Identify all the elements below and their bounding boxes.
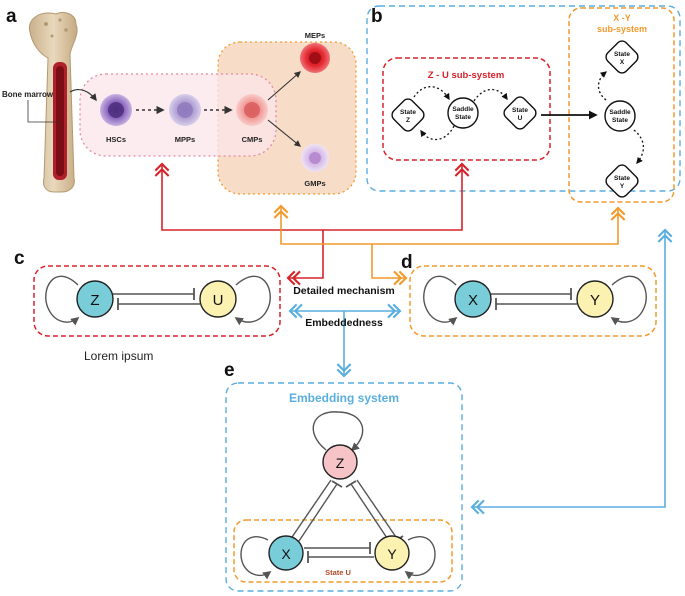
panel-c-box xyxy=(33,265,281,337)
saddle-xy-label-1: Saddle xyxy=(609,109,631,116)
connectors xyxy=(154,162,673,515)
state-z-label-1: State xyxy=(400,109,416,116)
node-z xyxy=(76,280,114,318)
panel-e-frame xyxy=(225,382,463,592)
zu-subsystem-title: Z - U sub-system xyxy=(428,70,505,81)
z-embed-self-loop xyxy=(312,411,364,452)
embedding-system-title: Embedding system xyxy=(289,391,399,405)
state-u-label-1: State xyxy=(512,107,528,114)
node-y xyxy=(576,280,614,318)
gmp-nucleus xyxy=(309,152,321,164)
mpp-label: MPPs xyxy=(175,135,195,144)
state-z-label-2: Z xyxy=(406,117,410,124)
gmp-label: GMPs xyxy=(304,179,325,188)
saddle-to-u-arrow xyxy=(473,88,508,102)
z-to-saddle-arrow xyxy=(413,86,450,101)
saddle-zu-label-1: Saddle xyxy=(452,106,474,113)
panel-a: Bone marrow HSCs MPPs CMPs MEPs GMPs xyxy=(2,11,357,195)
orange-connector-left xyxy=(273,204,408,286)
panel-letter-b: b xyxy=(371,6,383,27)
cmp-label: CMPs xyxy=(242,135,263,144)
cmp-to-mep-arrow xyxy=(267,71,301,101)
saddle-state-zu-node xyxy=(447,97,479,129)
xy-subsystem-title-2: sub-system xyxy=(597,24,647,34)
saddle-xy-label-2: State xyxy=(612,117,628,124)
hsc-label: HSCs xyxy=(106,135,126,144)
saddle-to-y-arrow xyxy=(633,129,645,165)
y-self-loop xyxy=(610,275,647,326)
node-y-label: Y xyxy=(590,292,600,309)
panel-e: Embedding system State U Z X Y xyxy=(225,382,463,592)
x-self-loop xyxy=(423,275,458,326)
xy-subsystem-box xyxy=(568,7,675,203)
xy-subsystem-title-1: X -Y xyxy=(613,13,631,23)
state-u-caption: State U xyxy=(325,568,351,577)
mep-nucleus xyxy=(309,52,321,64)
saddle-zu-label-2: State xyxy=(455,114,471,121)
mpp-nucleus xyxy=(177,102,193,118)
bone-marrow-label: Bone marrow xyxy=(2,90,54,99)
node-x xyxy=(454,280,492,318)
saddle-to-z-arrow xyxy=(420,125,455,141)
state-x-label-1: State xyxy=(614,51,630,58)
x-inhibits-z-bar xyxy=(331,480,343,488)
x-embed-self-loop xyxy=(240,536,272,580)
state-x-label-2: X xyxy=(620,59,625,66)
detailed-mechanism-label: Detailed mechanism xyxy=(293,285,395,297)
panel-letter-e: e xyxy=(224,360,235,381)
cmp-to-gmp-arrow xyxy=(267,119,302,147)
node-z-embed-label: Z xyxy=(336,455,345,471)
bone-marrow-pointer xyxy=(27,100,58,123)
panel-b: Z - U sub-system X -Y sub-system State Z… xyxy=(366,5,681,203)
state-y-label-1: State xyxy=(614,175,630,182)
mep-label: MEPs xyxy=(305,31,325,40)
y-inhibits-z-bar xyxy=(345,480,357,488)
panel-letter-c: c xyxy=(14,248,25,269)
panel-d: X Y xyxy=(409,265,657,337)
femur-bone-illustration xyxy=(28,11,78,193)
xy-subsystem-inset-box xyxy=(233,519,453,583)
cmp-nucleus xyxy=(244,102,260,118)
hsc-nucleus xyxy=(108,102,124,118)
z-self-loop xyxy=(45,275,80,326)
node-z-embed xyxy=(322,444,358,480)
y-inhibits-z xyxy=(350,483,392,545)
node-u-label: U xyxy=(213,292,224,309)
y-embed-self-loop xyxy=(404,536,436,580)
node-y-embed-label: Y xyxy=(387,546,397,562)
panel-c: Z U Lorem ipsum xyxy=(33,265,281,363)
node-u xyxy=(199,280,237,318)
panel-c-caption: Lorem ipsum xyxy=(84,349,153,363)
panel-letter-d: d xyxy=(401,252,413,273)
state-y-node xyxy=(605,164,639,198)
node-y-embed xyxy=(374,535,410,571)
state-y-label-2: Y xyxy=(620,183,625,190)
panel-d-box xyxy=(409,265,657,337)
z-inhibits-y xyxy=(356,479,399,541)
node-x-embed xyxy=(268,535,304,571)
bone-to-hsc-arrow xyxy=(69,88,97,102)
panel-b-frame xyxy=(366,5,681,192)
state-x-node xyxy=(605,40,639,74)
node-x-label: X xyxy=(468,292,478,309)
saddle-to-x-arrow xyxy=(597,71,608,101)
z-inhibits-x xyxy=(289,479,332,541)
state-u-node xyxy=(503,96,537,130)
panel-letter-a: a xyxy=(6,6,17,27)
state-u-label-2: U xyxy=(518,115,523,122)
node-z-label: Z xyxy=(90,292,99,309)
blue-connector-right xyxy=(470,228,673,515)
u-self-loop xyxy=(234,275,271,326)
state-z-node xyxy=(391,98,425,132)
orange-connector-right xyxy=(372,206,626,245)
node-x-embed-label: X xyxy=(281,546,291,562)
x-inhibits-z xyxy=(296,483,338,545)
embeddedness-label: Embeddedness xyxy=(305,317,383,329)
saddle-state-xy-node xyxy=(604,100,636,132)
